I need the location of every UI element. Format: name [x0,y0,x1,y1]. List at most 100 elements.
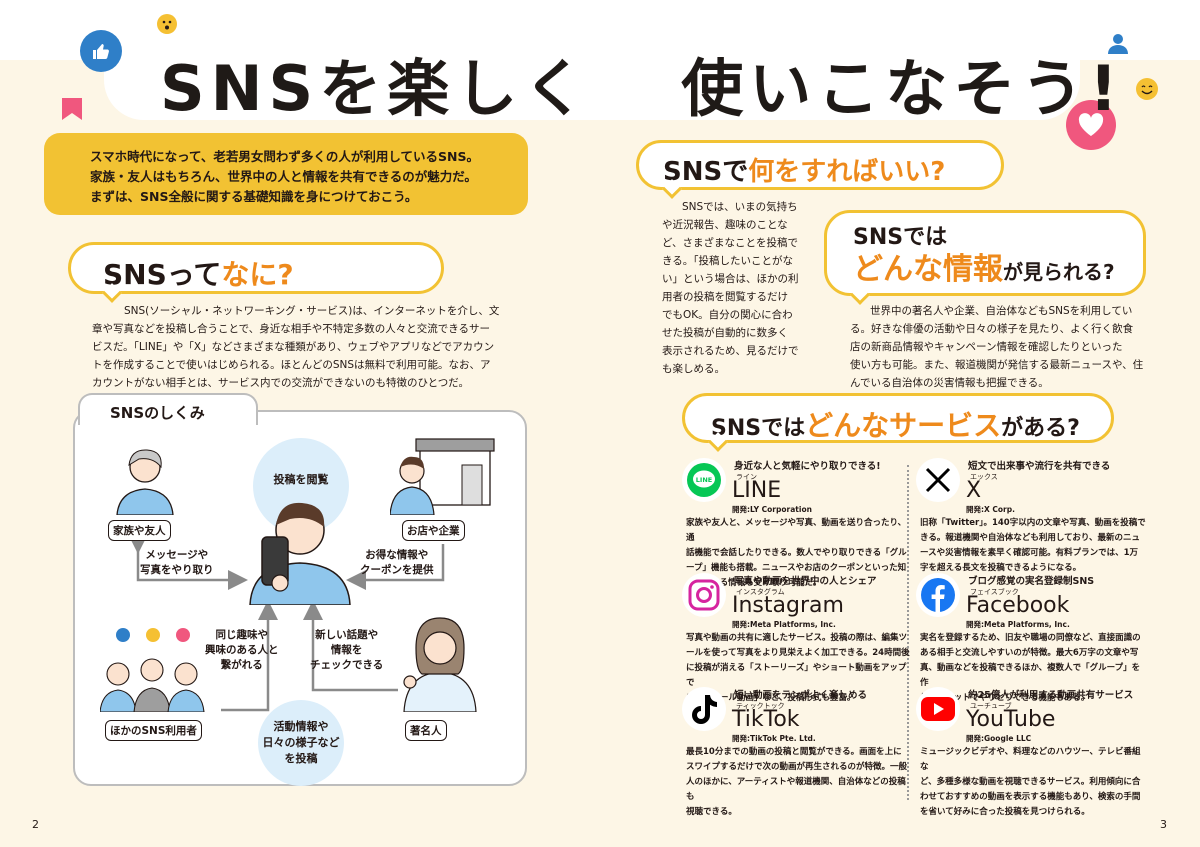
todo-line: ど、さまざまなことを投稿で [662,237,798,249]
info-heading-line1: SNSでは [853,225,948,250]
service-name: Instagram [732,593,844,618]
services-divider [907,465,909,800]
smile-icon [146,628,160,642]
description-line: に投稿が消える「ストーリーズ」やショート動画をアップで [686,663,907,688]
description-line: 実名を登録するため、旧友や職場の同僚など、直接面識の [920,633,1141,643]
shop-tag: お店や企業 [402,520,465,541]
instagram-icon [682,573,726,617]
service-name: Facebook [966,593,1070,618]
description-line: 真、動画などを投稿できるほか、複数人で「グループ」を作 [920,663,1141,688]
service-description: 最長10分までの動画の投稿と閲覧ができる。画面を上にスワイプするだけで次の動画が… [686,745,914,820]
service-developer: 開発:X Corp. [966,505,1015,514]
label-line: 同じ趣味や [215,629,269,641]
what-line: 章や写真などを投稿し合うことで、身近な相手や不特定多数の人々と交流できるサー [92,323,491,335]
what-body: SNS(ソーシャル・ネットワーキング・サービス)は、インターネットを介し、文 章… [92,302,522,392]
description-line: ールを使って写真をより見栄えよく加工できる。24時間後 [686,648,910,658]
service-ruby: ユーチューブ [970,702,1012,710]
service-name: YouTube [966,707,1056,732]
label-line: お得な情報や [365,549,429,561]
todo-line: も楽しめる。 [662,363,725,375]
info-body: 世界中の著名人や企業、自治体などもSNSを利用してい る。好きな俳優の活動や日々… [850,302,1166,392]
service-name: TikTok [732,707,800,732]
title-part2: 使いこなそう! [681,52,1124,125]
todo-line: 用者の投稿を閲覧するだけ [662,291,788,303]
what-line: トを作成することで使いはじめられる。ほとんどのSNSは無料で利用可能。なお、ア [92,359,491,371]
service-description: 家族や友人と、メッセージや写真、動画を送り合ったり、通話機能で会話したりできる。… [686,516,914,591]
todo-heading-black: SNSで [663,157,749,187]
what-heading-orange: なに? [221,258,294,291]
service-tagline: 写真や動画を世界中の人とシェア [734,576,877,587]
description-line: 視聴できる。 [686,807,737,817]
service-ruby: ティックトック [736,702,785,710]
info-line: 世界中の著名人や企業、自治体などもSNSを利用してい [870,305,1133,317]
facebook-icon [916,573,960,617]
center-label: 投稿を閲覧 [273,473,329,486]
label-line: クーポンを提供 [360,564,434,576]
description-line: ある相手と交流しやすいのが特徴。最大6万字の文章や写 [920,648,1139,658]
service-developer: 開発:Meta Platforms, Inc. [966,620,1070,629]
heart-small-icon [176,628,190,642]
description-line: ースや災害情報を素早く確認可能。有料プランでは、1万 [920,548,1138,558]
same-interest-label: 同じ趣味や 興味のある人と 繋がれる [205,628,279,673]
todo-line: でもOK。自分の関心に合わ [662,309,793,321]
services-heading: SNSではどんなサービスがある? [682,393,1114,452]
arrow-right-label: お得な情報や クーポンを提供 [360,548,434,578]
shop-illustration [390,438,495,515]
services-heading-black2: がある? [1001,416,1080,441]
label-line: チェックできる [310,659,384,671]
todo-line: い」という場合は、ほかの利 [662,273,799,285]
description-line: 家族や友人と、メッセージや写真、動画を送り合ったり、通 [686,518,907,543]
description-line: ープ」機能も搭載。ニュースやお店のクーポンといった知 [686,563,907,573]
info-line: んでいる自治体の災害情報も把握できる。 [850,377,1049,389]
tiktok-icon [682,687,726,731]
description-line: 写真や動画の共有に適したサービス。投稿の際は、編集ツ [686,633,908,643]
description-line: ミュージックビデオや、料理などのハウツー、テレビ番組な [920,747,1141,772]
intro-line: まずは、SNS全般に関する基礎知識を身につけておこう。 [90,189,418,204]
description-line: きる。報道機関や自治体なども利用しており、最新のニュ [920,533,1140,543]
description-line: 旧称「Twitter」。140字以内の文章や写真、動画を投稿で [920,518,1146,528]
todo-heading: SNSで何をすればいい? [636,140,1004,199]
service-name: LINE [732,478,782,503]
todo-line: 表示されるため、見るだけで [662,345,799,357]
title-box [104,30,1080,120]
service-developer: 開発:Meta Platforms, Inc. [732,620,836,629]
other-users-illustration [100,658,205,712]
label-line: 興味のある人と [205,644,279,656]
heart-icon [1066,100,1116,150]
label-line: 日々の様子など [262,736,340,749]
label-line: 活動情報や [273,720,329,733]
intro-box: スマホ時代になって、老若男女問わず多くの人が利用しているSNS。 家族・友人はも… [44,133,528,215]
service-tagline: 約25億人が利用する動画共有サービス [968,690,1134,701]
new-topics-label: 新しい話題や 情報を チェックできる [310,628,383,673]
info-line: る。好きな俳優の活動や日々の様子を見たり、よく行く飲食 [850,323,1134,335]
label-line: を投稿 [284,752,318,765]
user-icon [1106,32,1130,60]
service-developer: 開発:Google LLC [966,734,1032,743]
service-description: 実名を登録するため、旧友や職場の同僚など、直接面識のある相手と交流しやすいのが特… [920,631,1148,706]
description-line: 話機能で会話したりできる。数人でやり取りできる「グル [686,548,907,558]
bookmark-icon [62,98,82,124]
x-icon [916,458,960,502]
diagram-arrows [128,534,445,712]
service-tagline: 短文で出来事や流行を共有できる [968,461,1111,472]
label-line: メッセージや [145,549,209,561]
page-number-left: 2 [32,818,39,831]
service-ruby: エックス [970,473,998,481]
svg-text:LINE: LINE [696,476,712,484]
label-line: 写真をやり取り [140,564,214,576]
what-heading: SNSってなに? [68,242,444,303]
description-line: 字を超える長文を投稿できるようになる。 [920,563,1082,573]
description-line: 最長10分までの動画の投稿と閲覧ができる。画面を上に [686,747,902,757]
label-line: 繋がれる [220,659,263,671]
label-line: 新しい話題や [315,629,379,641]
service-description: ミュージックビデオや、料理などのハウツー、テレビ番組など、多種多様な動画を視聴で… [920,745,1148,820]
todo-line: や近況報告、趣味のことな [662,219,788,231]
diagram-tab: SNSのしくみ [78,393,258,425]
description-line: を省いて好みに合った投稿を見つけられる。 [920,807,1090,817]
what-heading-black: SNSって [103,258,222,291]
family-illustration [116,449,174,515]
youtube-icon [916,687,960,731]
label-line: 情報を [330,644,363,656]
service-ruby: ライン [736,473,757,481]
service-description: 旧称「Twitter」。140字以内の文章や写真、動画を投稿できる。報道機関や自… [920,516,1148,576]
